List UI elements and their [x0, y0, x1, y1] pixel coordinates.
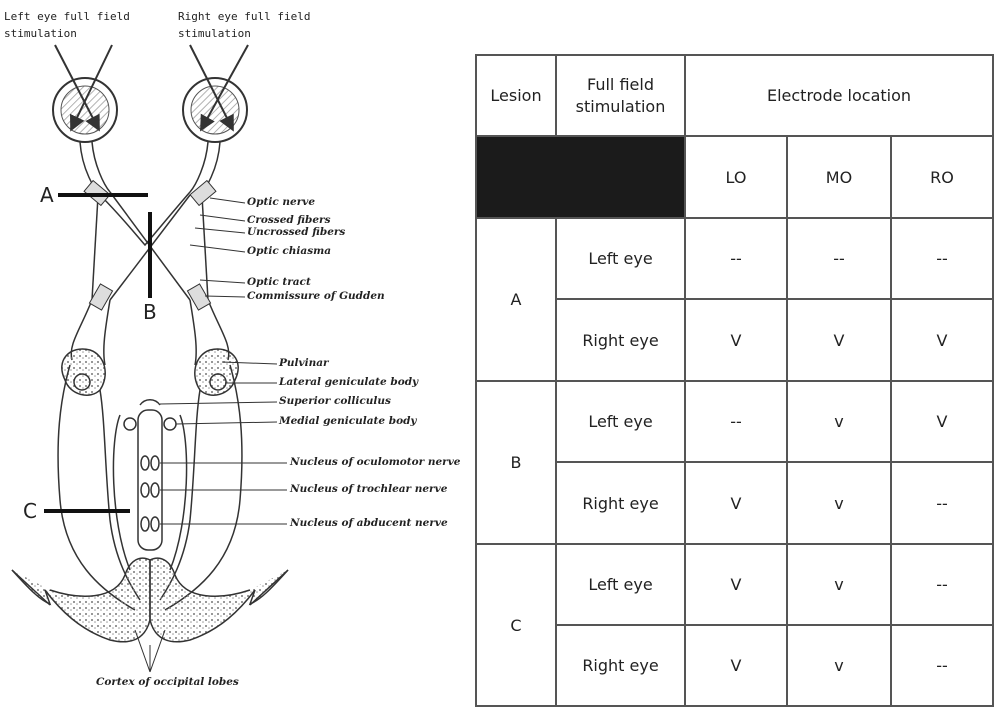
anatomy-label: Lateral geniculate body — [279, 376, 419, 388]
value-cell: -- — [890, 217, 994, 300]
eye-cell: Right eye — [555, 461, 686, 545]
anatomy-label: Nucleus of trochlear nerve — [290, 483, 448, 495]
anatomy-label: Nucleus of abducent nerve — [290, 517, 448, 529]
table-row: Right eye V v -- — [476, 461, 994, 545]
value-cell: v — [786, 380, 892, 463]
value-cell: v — [786, 543, 892, 626]
visual-pathway-drawing — [11, 44, 289, 673]
occipital-cortex — [11, 557, 289, 643]
eye-cell: Right eye — [555, 624, 686, 707]
stim-label-line: stimulation — [178, 27, 251, 40]
lesion-marker-a: A — [40, 183, 54, 207]
lesion-group-a: A — [475, 217, 557, 382]
lesion-lines — [44, 193, 152, 513]
brainstem-nuclei — [137, 409, 163, 551]
anatomy-label: Nucleus of oculomotor nerve — [290, 456, 461, 468]
electrode-lo: LO — [684, 135, 788, 219]
electrode-mo: MO — [786, 135, 892, 219]
anatomy-label: Uncrossed fibers — [247, 226, 346, 238]
value-cell: V — [684, 298, 788, 382]
stim-label-line: Left eye full field — [4, 10, 130, 23]
value-cell: -- — [890, 543, 994, 626]
value-cell: V — [890, 298, 994, 382]
value-cell: -- — [890, 461, 994, 545]
table-row: Right eye V V V — [476, 298, 994, 382]
anatomy-label: Crossed fibers — [247, 214, 331, 226]
blank-black-cell — [475, 135, 686, 219]
header-stimulation-line: Full field — [587, 74, 654, 94]
value-cell: -- — [786, 217, 892, 300]
anatomy-label: Optic chiasma — [247, 245, 332, 257]
header-stimulation-line: stimulation — [575, 96, 666, 116]
table-row: B Left eye -- v V — [475, 380, 994, 545]
electrode-ro: RO — [890, 135, 994, 219]
value-cell: v — [786, 461, 892, 545]
header-lesion: Lesion — [475, 54, 557, 137]
lesion-group-c: C — [475, 543, 557, 707]
anatomy-label: Commissure of Gudden — [247, 290, 385, 302]
value-cell: -- — [684, 380, 788, 463]
anatomy-label: Optic nerve — [247, 196, 316, 208]
eye-cell: Left eye — [555, 217, 686, 300]
eye-cell: Right eye — [555, 298, 686, 382]
table-row: C Left eye V v -- — [475, 543, 994, 707]
value-cell: V — [684, 543, 788, 626]
left-eye-stimulation-label: Left eye full field stimulation — [4, 8, 130, 42]
table-row: Right eye V v -- — [476, 624, 994, 707]
stim-label-line: Right eye full field — [178, 10, 311, 23]
value-cell: -- — [684, 217, 788, 300]
anatomy-label: Superior colliculus — [279, 395, 391, 407]
anatomy-label: Cortex of occipital lobes — [96, 676, 239, 688]
table-row: A Left eye -- -- -- — [475, 217, 994, 382]
value-cell: V — [684, 461, 788, 545]
label-leader-lines — [134, 197, 287, 673]
lesion-marker-c: C — [23, 499, 37, 523]
eye-cell: Left eye — [555, 380, 686, 463]
right-eye-stimulation-label: Right eye full field stimulation — [178, 8, 310, 42]
anatomy-label: Pulvinar — [279, 357, 329, 369]
value-cell: V — [786, 298, 892, 382]
value-cell: V — [890, 380, 994, 463]
visual-pathway-diagram: Left eye full field stimulation Right ey… — [0, 0, 470, 711]
table-subheader-row: LO MO RO — [475, 135, 994, 219]
value-cell: -- — [890, 624, 994, 707]
value-cell: v — [786, 624, 892, 707]
stimulation-arrows — [54, 44, 249, 132]
lesion-results-table: Lesion Full field stimulation Electrode … — [475, 54, 994, 707]
left-eye — [52, 77, 118, 143]
anatomy-label: Optic tract — [247, 276, 311, 288]
eye-cell: Left eye — [555, 543, 686, 626]
lesion-marker-b: B — [143, 300, 157, 324]
header-stimulation: Full field stimulation — [555, 54, 686, 137]
anatomy-label: Medial geniculate body — [279, 415, 417, 427]
right-eye — [182, 77, 248, 143]
value-cell: V — [684, 624, 788, 707]
header-electrode-location: Electrode location — [684, 54, 994, 137]
table-header-row: Lesion Full field stimulation Electrode … — [475, 54, 994, 137]
stim-label-line: stimulation — [4, 27, 77, 40]
lesion-group-b: B — [475, 380, 557, 545]
